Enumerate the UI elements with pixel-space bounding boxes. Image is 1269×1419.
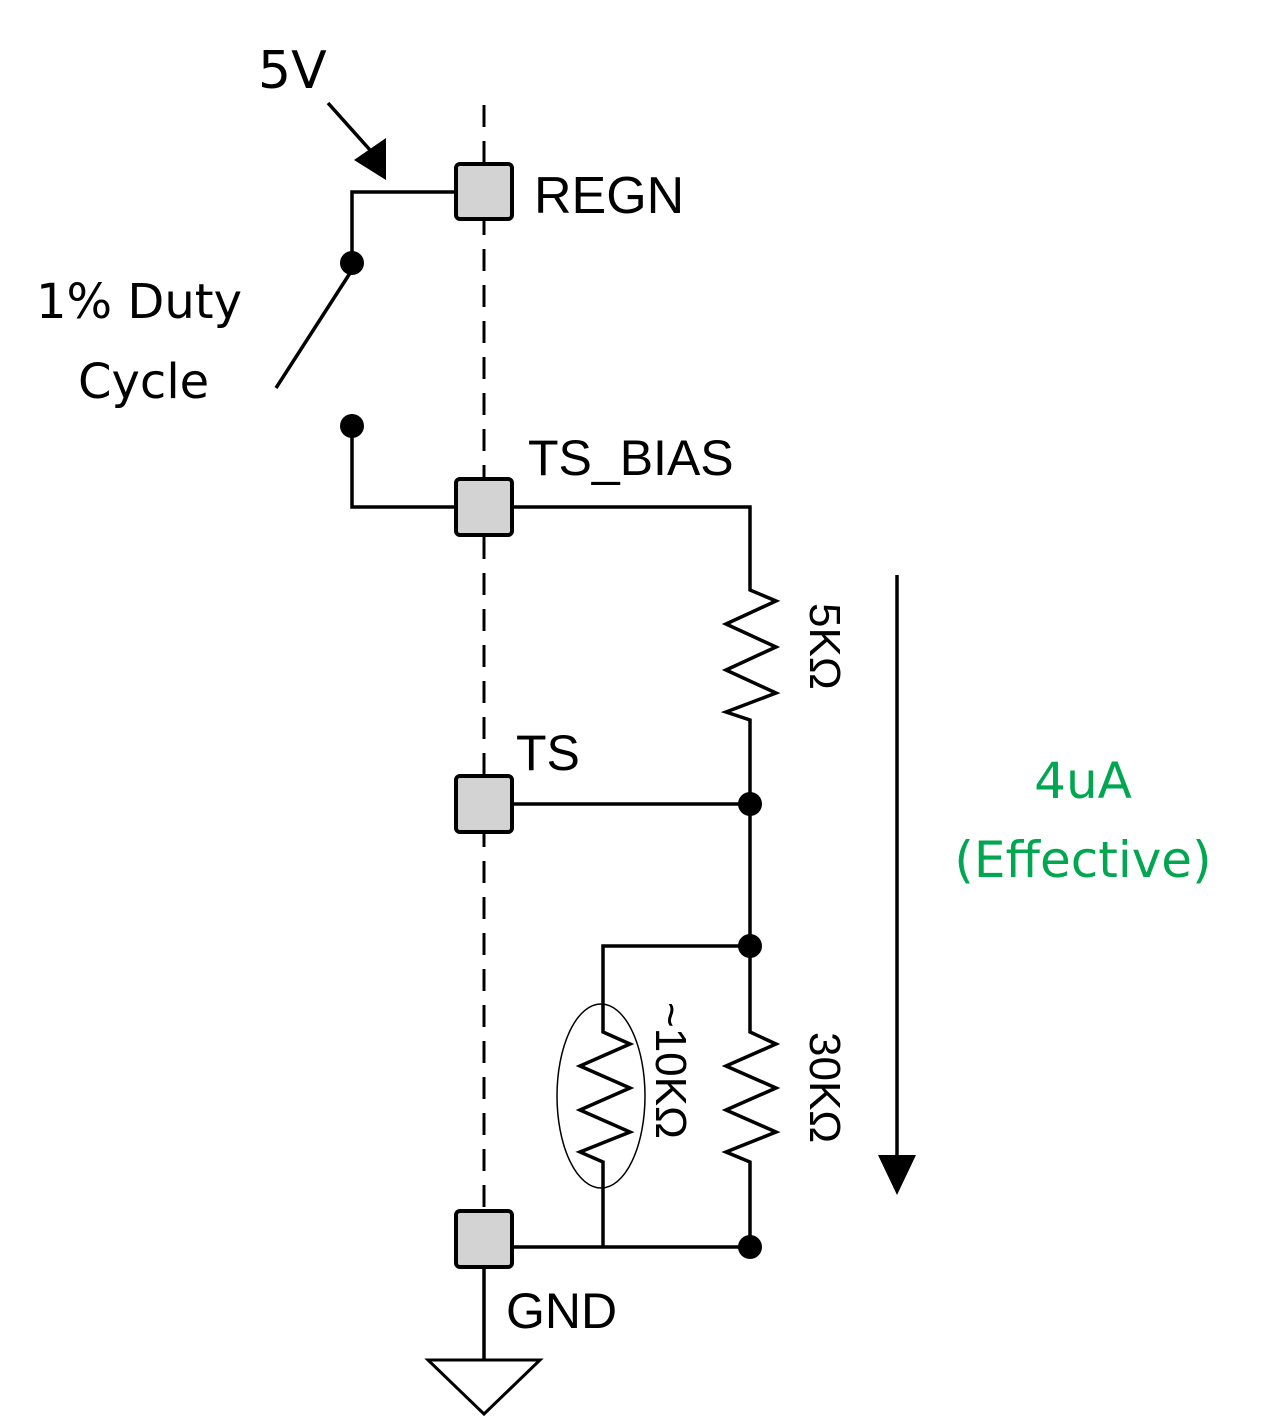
switch-blade <box>274 269 354 389</box>
r-bottom-label: 30KΩ <box>800 1032 849 1143</box>
r-top-label: 5KΩ <box>800 603 849 690</box>
ts-label: TS <box>516 725 580 781</box>
pin-gnd <box>454 1209 514 1269</box>
thermistor-enclosure <box>556 1003 646 1189</box>
ground-symbol <box>424 1268 544 1417</box>
pin-regn <box>454 162 514 221</box>
ts-bias-wire <box>512 505 752 583</box>
resistor-30k <box>721 946 781 1247</box>
duty-label-1: 1% Duty <box>36 274 242 330</box>
gnd-label: GND <box>506 1283 617 1339</box>
pin-ts <box>454 774 514 834</box>
node-gnd <box>738 1235 762 1259</box>
switch-top-contact <box>340 251 364 275</box>
thermistor <box>575 1025 635 1247</box>
duty-cycle-switch <box>274 190 456 509</box>
supply-label: 5V <box>258 41 327 101</box>
current-label-2: (Effective) <box>954 831 1211 889</box>
regn-label: REGN <box>534 167 684 225</box>
current-arrow <box>878 575 916 1195</box>
current-label-1: 4uA <box>1034 752 1132 810</box>
resistor-5k <box>720 583 781 804</box>
r-thermistor-label: ~10KΩ <box>646 1002 695 1139</box>
duty-label-2: Cycle <box>78 354 209 410</box>
ts-bias-label: TS_BIAS <box>528 430 734 486</box>
pin-ts-bias <box>454 477 514 537</box>
supply-arrow <box>326 101 386 180</box>
